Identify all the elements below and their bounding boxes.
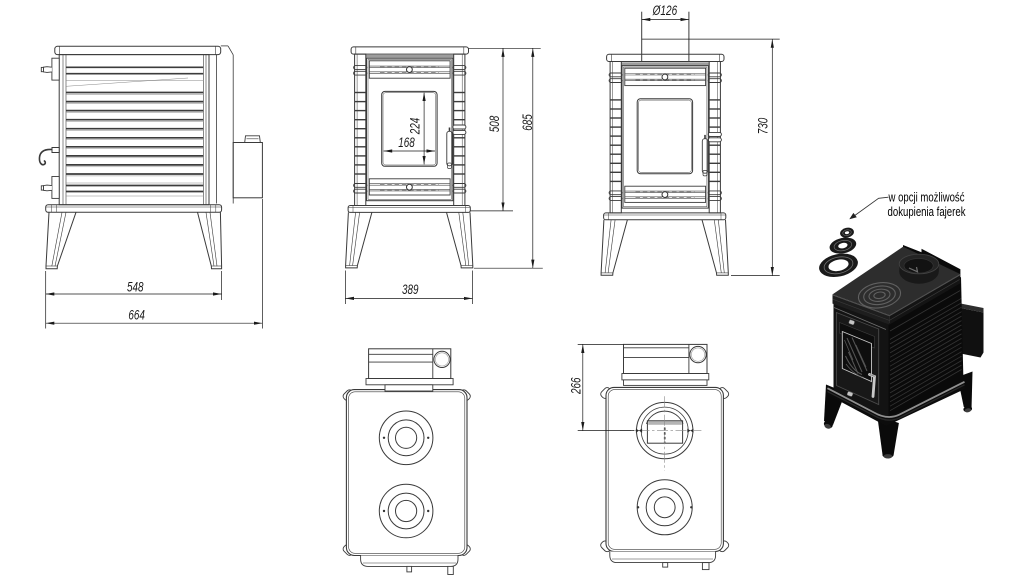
svg-text:266: 266	[569, 377, 584, 395]
svg-text:508: 508	[487, 115, 502, 132]
svg-text:168: 168	[398, 135, 415, 150]
svg-text:730: 730	[756, 117, 771, 134]
svg-text:664: 664	[128, 308, 145, 323]
svg-text:dokupienia fajerek: dokupienia fajerek	[888, 205, 967, 219]
svg-text:224: 224	[408, 118, 423, 135]
svg-text:548: 548	[127, 279, 144, 294]
svg-text:Ø126: Ø126	[652, 3, 678, 18]
svg-text:685: 685	[520, 114, 535, 131]
svg-text:w opcji możliwość: w opcji możliwość	[888, 191, 965, 205]
svg-text:389: 389	[402, 282, 419, 297]
